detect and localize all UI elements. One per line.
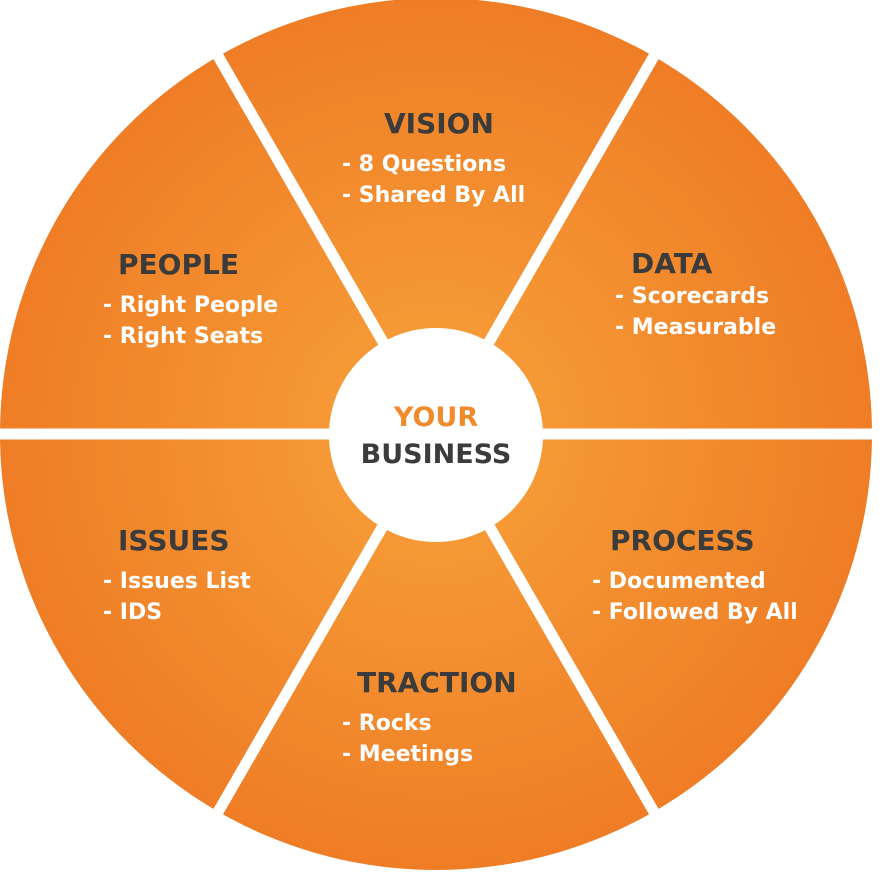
segment-process: PROCESS - Documented - Followed By All	[592, 524, 798, 625]
segment-item-people-1: - Right People	[103, 293, 278, 318]
segment-item-traction-1: - Rocks	[342, 711, 432, 736]
segment-item-vision-1: - 8 Questions	[342, 152, 506, 177]
segment-title-people: PEOPLE	[118, 248, 239, 281]
segment-item-data-2: - Measurable	[615, 315, 776, 340]
segment-title-traction: TRACTION	[357, 666, 517, 699]
center-line1: YOUR	[393, 402, 478, 433]
center-line2: BUSINESS	[361, 439, 512, 470]
segment-item-vision-2: - Shared By All	[342, 183, 525, 208]
segment-data: DATA - Scorecards - Measurable	[615, 247, 776, 340]
segment-item-issues-2: - IDS	[103, 600, 162, 625]
segment-item-issues-1: - Issues List	[103, 569, 251, 594]
segment-item-data-1: - Scorecards	[615, 284, 769, 309]
segment-item-traction-2: - Meetings	[342, 742, 473, 767]
segment-item-people-2: - Right Seats	[103, 324, 263, 349]
watermark-text: 知乎 @檀林	[746, 824, 863, 849]
segment-people: PEOPLE - Right People - Right Seats	[103, 248, 278, 349]
segment-traction: TRACTION - Rocks - Meetings	[342, 666, 517, 767]
segment-item-process-2: - Followed By All	[592, 600, 798, 625]
segment-title-process: PROCESS	[610, 524, 755, 557]
segment-item-process-1: - Documented	[592, 569, 766, 594]
segment-title-data: DATA	[631, 247, 713, 280]
segment-vision: VISION - 8 Questions - Shared By All	[342, 107, 525, 208]
segment-title-issues: ISSUES	[118, 524, 230, 557]
segment-issues: ISSUES - Issues List - IDS	[103, 524, 251, 625]
center-hub	[329, 328, 543, 542]
segment-title-vision: VISION	[384, 107, 494, 140]
